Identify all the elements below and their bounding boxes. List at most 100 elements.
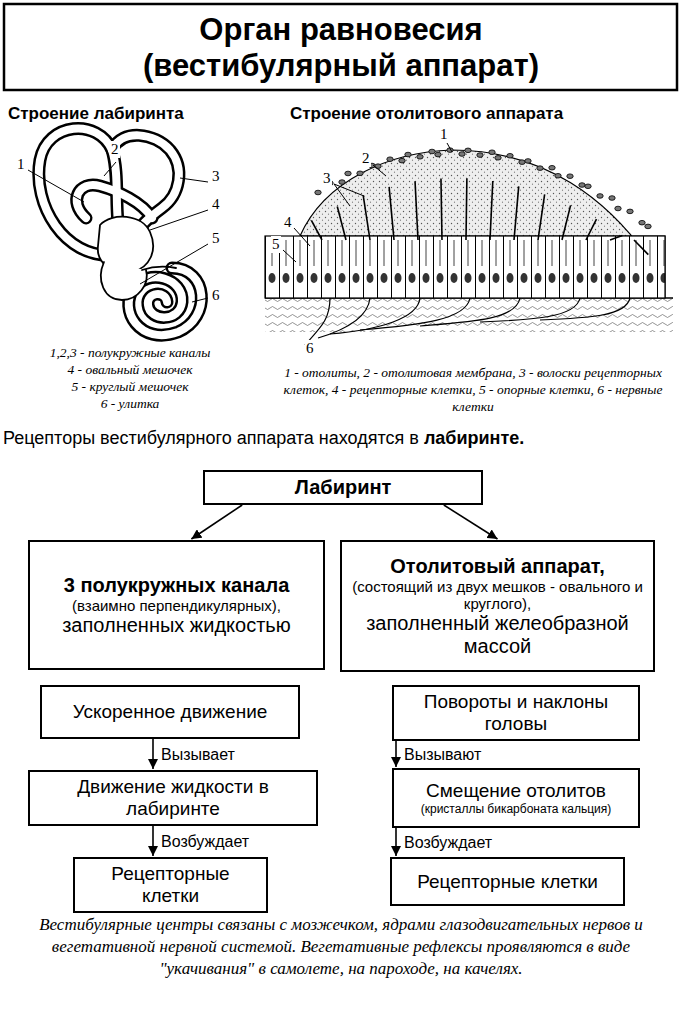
box-text: Ускоренное движение (50, 701, 290, 723)
otolith-crystal (579, 183, 585, 188)
otolith-crystal (609, 196, 615, 201)
callout-number: 2 (361, 150, 371, 167)
receptor-hair (490, 181, 493, 240)
process-box: Рецепторные клетки (73, 857, 268, 913)
figure-legend: 6 - улитка (5, 396, 255, 412)
otolith-crystal (507, 153, 513, 158)
box-subtext: (состоящий из двух мешков - овального и … (350, 578, 645, 612)
title-frame (4, 4, 677, 90)
edge-label: Возбуждает (402, 833, 494, 852)
otolith-crystal (495, 155, 501, 160)
receptor-hair (610, 235, 622, 240)
otolith-crystal (435, 152, 441, 157)
otolith-crystal (585, 184, 591, 189)
receptor-hair (311, 220, 322, 240)
box-subtext: (кристаллы бикарбоната кальция) (402, 802, 630, 816)
otolith-crystal (489, 150, 495, 155)
statement-text: Рецепторы вестибулярного аппарата находя… (3, 428, 419, 448)
receptor-hair (634, 240, 648, 255)
receptor-hair (465, 178, 467, 240)
otolith-crystal (549, 165, 555, 170)
otolith-crystal (417, 155, 423, 160)
process-box: Ускоренное движение (40, 685, 300, 739)
box-subtext: заполненный желеобразной массой (350, 612, 645, 658)
figure-legend: 4 - овальный мешочек (5, 362, 255, 378)
otolith-crystal (645, 224, 651, 229)
leader-lines (28, 162, 208, 302)
flow-arrow (152, 826, 154, 856)
statement-line: Рецепторы вестибулярного аппарата находя… (3, 428, 679, 449)
otolith-crystal (429, 149, 435, 154)
otolith-crystal (399, 158, 405, 163)
receptor-hair (337, 206, 346, 240)
statement-bold: лабиринте. (424, 428, 524, 448)
otolith-crystal (639, 220, 645, 225)
flow-arrow (395, 741, 397, 767)
box-text: Рецепторные клетки (400, 871, 615, 893)
nerve-fibers (305, 298, 630, 345)
section-heading: Строение лабиринта (8, 104, 268, 124)
box-text: Лабиринт (213, 476, 473, 499)
section-heading: Строение отолитового аппарата (290, 104, 680, 124)
flow-arrow (191, 505, 242, 539)
otolith-crystal (345, 171, 351, 176)
otolith-crystal (387, 157, 393, 162)
otolith-crystal (555, 173, 561, 178)
callout-number: 2 (110, 141, 120, 158)
process-box: Отолитовый аппарат,(состоящий из двух ме… (340, 540, 655, 672)
box-text: Рецепторные клетки (83, 863, 258, 907)
callout-number: 4 (211, 196, 221, 213)
box-text: 3 полукружных канала (38, 574, 315, 597)
receptor-hair (415, 181, 418, 240)
callout-number: 3 (322, 170, 332, 187)
otolith-crystal (315, 190, 321, 195)
otolith-crystal (405, 152, 411, 157)
otolith-crystal (627, 209, 633, 214)
leader-lines (283, 143, 452, 262)
callout-number: 5 (271, 236, 281, 253)
box-subtext: (взаимно перпендикулярных), (38, 597, 315, 614)
otolith-crystal (525, 159, 531, 164)
otolith-crystals (315, 148, 651, 229)
flow-arrow (444, 505, 498, 539)
callout-number: 4 (283, 214, 293, 231)
callout-number: 5 (211, 230, 221, 247)
box-text: Смещение отолитов (402, 780, 630, 802)
root-box: Лабиринт (203, 470, 483, 505)
otolith-crystal (477, 153, 483, 158)
otolith-crystal (357, 171, 363, 176)
otolith-crystal (339, 180, 345, 185)
otolith-crystal (597, 194, 603, 199)
box-text: Повороты и наклоны головы (402, 691, 630, 735)
receptor-hair (363, 195, 370, 240)
otolith-crystal (615, 206, 621, 211)
receptor-hair (514, 186, 519, 240)
process-box: Рецепторные клетки (390, 857, 625, 906)
otolith-crystal (519, 160, 525, 165)
otolith-crystal (459, 152, 465, 157)
receptor-hair (586, 219, 596, 240)
receptor-hair (538, 194, 545, 240)
receptor-hair (389, 187, 394, 240)
otolith-crystal (537, 166, 543, 171)
callout-number: 1 (16, 156, 26, 173)
flow-arrow (152, 739, 154, 769)
figure-legend: 5 - круглый мешочек (5, 379, 255, 395)
box-text: Отолитовый аппарат, (350, 555, 645, 578)
labyrinth-drawing (39, 128, 202, 335)
edge-label: Возбуждает (159, 832, 251, 851)
receptor-hair (562, 205, 571, 240)
figure-legend: 1 - отолиты, 2 - отолитовая мембрана, 3 … (268, 364, 678, 415)
receptor-hair (441, 178, 442, 240)
title-text: Орган равновесия (вестибулярный аппарат) (105, 12, 577, 84)
callout-number: 3 (211, 168, 221, 185)
caption-text: Вестибулярные центры связаны с мозжечком… (20, 914, 662, 980)
flow-arrow (395, 828, 397, 856)
edge-label: Вызывает (159, 745, 237, 764)
process-box: Движение жидкости в лабиринте (28, 770, 318, 826)
otolith-drawing (265, 148, 673, 345)
callout-number: 6 (211, 287, 221, 304)
edge-label: Вызывают (402, 745, 483, 764)
box-text: Движение жидкости в лабиринте (38, 776, 308, 820)
